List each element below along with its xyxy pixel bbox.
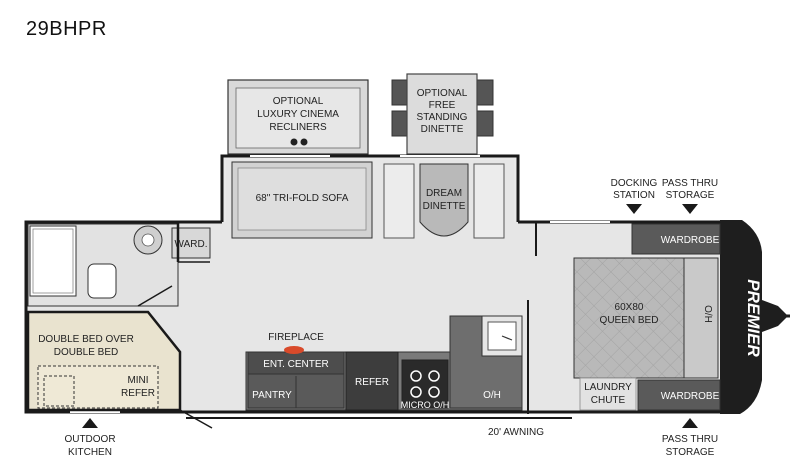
ent-center-label: ENT. CENTER — [263, 359, 329, 370]
double-bed-label-1: DOUBLE BED OVER — [38, 334, 134, 345]
queen-bed-label-2: QUEEN BED — [600, 315, 659, 326]
awning-label: 20' AWNING — [488, 427, 544, 438]
double-bed-label-2: DOUBLE BED — [54, 347, 118, 358]
mini-refer-label-2: REFER — [121, 388, 155, 399]
dream-dinette-label-2: DINETTE — [423, 201, 466, 212]
pass-thru-bottom-label-1: PASS THRU — [662, 434, 718, 445]
sofa-area: 68" TRI-FOLD SOFA — [231, 161, 373, 239]
optional-dinette: OPTIONAL FREE STANDING DINETTE — [391, 73, 494, 155]
model-title: 29BHPR — [26, 18, 107, 40]
callouts: DOCKING STATION PASS THRU STORAGE PASS T… — [64, 178, 718, 458]
queen-bed-label-1: 60X80 — [615, 302, 644, 313]
front-bedroom: WARDROBE 60X80 QUEEN BED O/H LAUNDRY CHU… — [535, 222, 721, 411]
outdoor-kitchen-arrow-icon — [82, 418, 98, 428]
docking-station-label-1: DOCKING — [611, 178, 658, 189]
dinette-opt-label-4: DINETTE — [421, 124, 464, 135]
outdoor-kitchen-label-2: KITCHEN — [68, 447, 112, 458]
bathroom: WARD. — [27, 222, 211, 307]
recliners-label-1: OPTIONAL — [273, 96, 324, 107]
mini-refer-label-1: MINI — [127, 375, 148, 386]
dinette-opt-label-3: STANDING — [417, 112, 468, 123]
recliners-label-3: RECLINERS — [269, 122, 327, 133]
docking-station-arrow-icon — [626, 204, 642, 214]
recliners-label-2: LUXURY CINEMA — [257, 109, 339, 120]
fireplace-label: FIREPLACE — [268, 332, 324, 343]
pantry-label: PANTRY — [252, 390, 292, 401]
dream-dinette-label-1: DREAM — [426, 188, 462, 199]
bunk-room: DOUBLE BED OVER DOUBLE BED MINI REFER — [26, 310, 213, 429]
dinette-opt-label-1: OPTIONAL — [417, 88, 468, 99]
wardrobe-bottom-label: WARDROBE — [661, 391, 720, 402]
dream-dinette: DREAM DINETTE — [383, 163, 505, 239]
pass-thru-bottom-label-2: STORAGE — [666, 447, 715, 458]
wardrobe-bath-label: WARD. — [175, 239, 208, 250]
dinette-opt-label-2: FREE — [429, 100, 456, 111]
brand-badge: PREMIER — [744, 279, 763, 357]
kitchen: ENT. CENTER FIREPLACE PANTRY REFER MICRO… — [245, 300, 529, 414]
laundry-chute-label-2: CHUTE — [591, 395, 626, 406]
refer-label: REFER — [355, 377, 389, 388]
pass-thru-bottom-arrow-icon — [682, 418, 698, 428]
sofa-label: 68" TRI-FOLD SOFA — [256, 193, 349, 204]
pass-thru-top-label-1: PASS THRU — [662, 178, 718, 189]
laundry-chute-label-1: LAUNDRY — [584, 382, 632, 393]
micro-label: MICRO O/H — [401, 400, 450, 410]
overhead-bed-label: O/H — [702, 305, 713, 323]
oh-cabinet-label: O/H — [483, 390, 501, 401]
optional-recliners: OPTIONAL LUXURY CINEMA RECLINERS — [227, 79, 369, 155]
pass-thru-top-arrow-icon — [682, 204, 698, 214]
pass-thru-top-label-2: STORAGE — [666, 190, 715, 201]
wardrobe-top-label: WARDROBE — [661, 235, 720, 246]
docking-station-label-2: STATION — [613, 190, 655, 201]
outdoor-kitchen-label-1: OUTDOOR — [64, 434, 115, 445]
